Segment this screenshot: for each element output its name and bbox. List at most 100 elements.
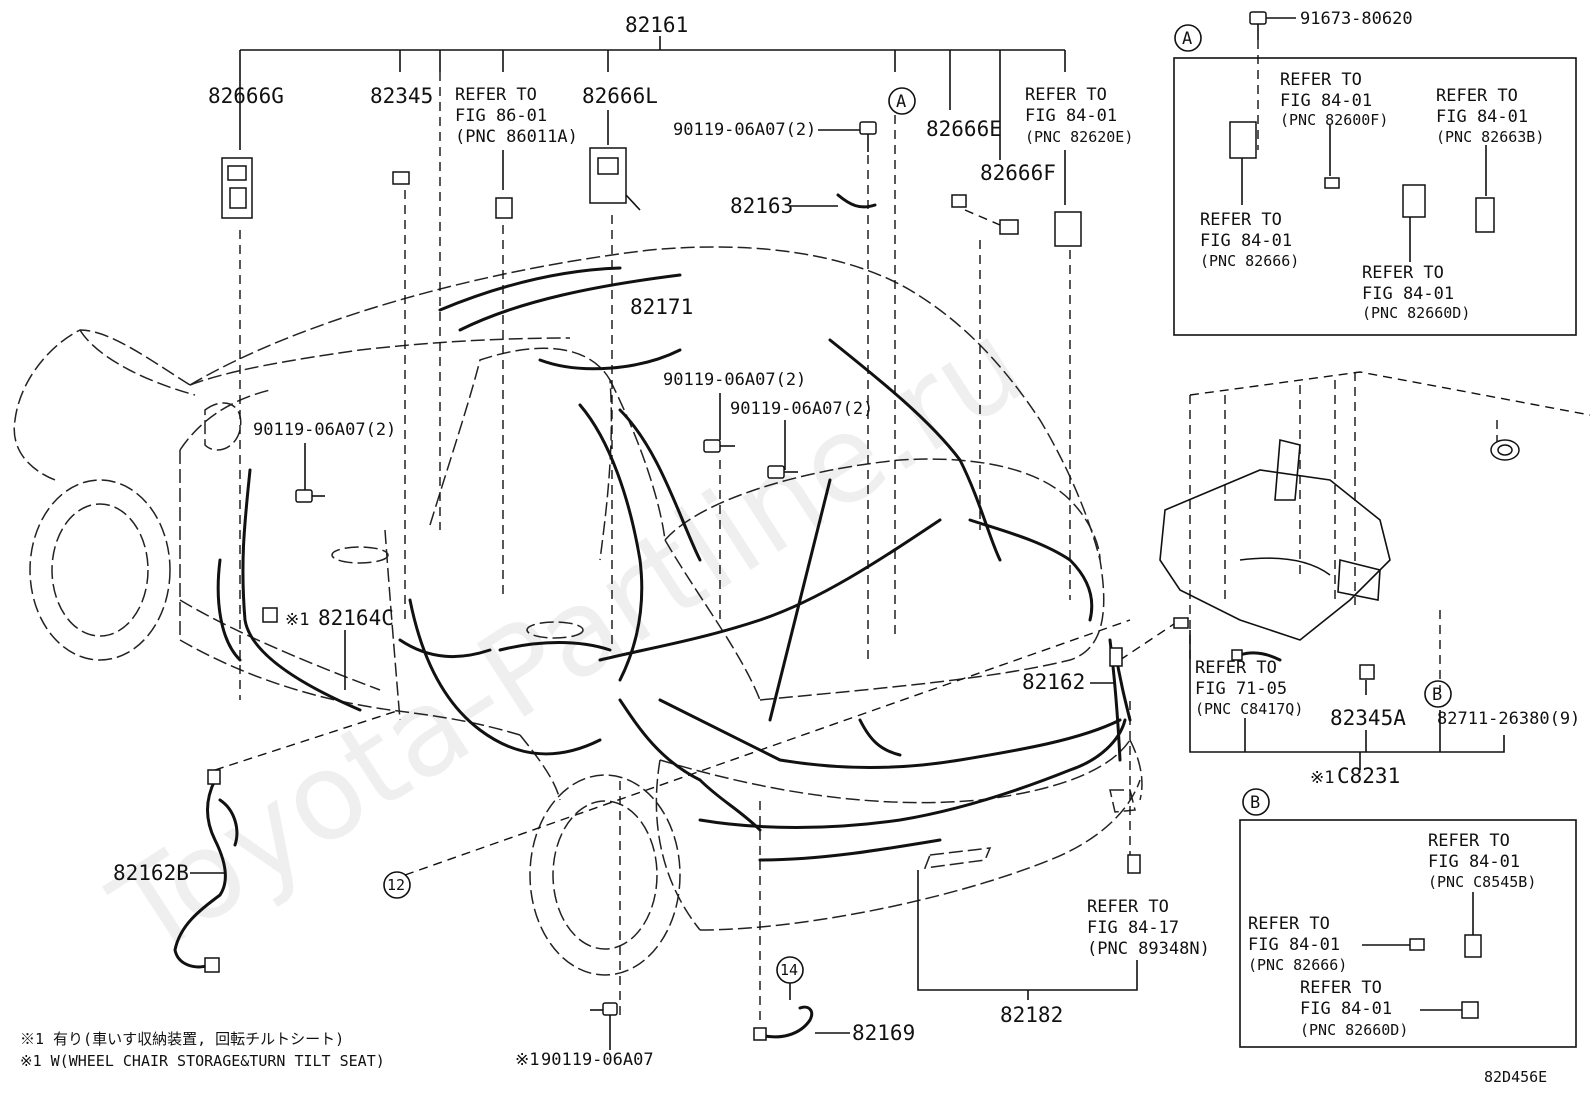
refer-86-01: REFER TO FIG 86-01 (PNC 86011A) <box>455 85 578 147</box>
connector-82620E-icon <box>1054 211 1082 247</box>
refer-fig: FIG 86-01 <box>455 106 547 126</box>
callout-a-box <box>1174 24 1202 52</box>
callout-b-box <box>1242 788 1270 816</box>
refer-pnc: (PNC 82620E) <box>1025 128 1133 146</box>
refer-b-82666: REFER TO FIG 84-01 (PNC 82666) <box>1248 914 1347 974</box>
refer-a-82600F: REFER TO FIG 84-01 (PNC 82600F) <box>1280 70 1388 129</box>
harness-82163-icon <box>790 193 877 209</box>
vehicle-outline <box>13 246 1143 976</box>
bracket-assembly-C8231: REFER TO FIG 71-05 (PNC C8417Q) 82345A B… <box>1159 371 1591 788</box>
label-82162: 82162 <box>1022 670 1085 694</box>
connector-89348N-icon <box>1127 854 1141 874</box>
bolt-icon <box>859 121 877 152</box>
connector-82164C-icon <box>262 607 278 623</box>
harness-82169-icon <box>753 1005 814 1041</box>
leader-lines <box>214 72 1181 1020</box>
label-82711: 82711-26380(9) <box>1437 709 1580 729</box>
refer-pnc: (PNC 82600F) <box>1280 111 1388 129</box>
label-82666L: 82666L <box>582 84 658 108</box>
refer-fig: FIG 84-01 <box>1362 284 1454 304</box>
label-82162B: 82162B <box>113 861 189 885</box>
relay-82666-icon <box>1229 121 1257 205</box>
refer-a-82666: REFER TO FIG 84-01 (PNC 82666) <box>1200 210 1299 270</box>
label-82666E: 82666E <box>926 117 1002 141</box>
note-jp: ※1 有り(車いす収納装置, 回転チルトシート) <box>20 1030 344 1048</box>
refer-b-82660D: REFER TO FIG 84-01 (PNC 82660D) <box>1300 978 1408 1039</box>
refer-pnc: (PNC 86011A) <box>455 127 578 147</box>
connector-86011A-icon <box>495 197 513 219</box>
refer-71-05: REFER TO FIG 71-05 (PNC C8417Q) <box>1195 658 1303 718</box>
refer-pnc: (PNC 82663B) <box>1436 128 1544 146</box>
refer-pnc: (PNC C8545B) <box>1428 873 1536 891</box>
connector-82666L-icon <box>589 147 641 211</box>
refer-fig: FIG 71-05 <box>1195 679 1287 699</box>
connector-C8545B-icon <box>1464 892 1482 958</box>
bolt-icon <box>590 1002 618 1016</box>
inset-b: B REFER TO FIG 84-01 (PNC C8545B) REFER … <box>1239 788 1577 1048</box>
label-bolt-4: 90119-06A07(2) <box>253 420 396 440</box>
refer-fig: FIG 84-17 <box>1087 918 1179 938</box>
label-C8231: C8231 <box>1337 764 1400 788</box>
mark-82164C: ※1 <box>285 610 309 630</box>
refer-a-82660D: REFER TO FIG 84-01 (PNC 82660D) <box>1362 263 1470 322</box>
mark-C8231: ※1 <box>1310 768 1334 788</box>
refer-pnc: (PNC 82666) <box>1200 252 1299 270</box>
refer-84-01-82620E: REFER TO FIG 84-01 (PNC 82620E) <box>1025 85 1133 146</box>
refer-fig: FIG 84-01 <box>1428 852 1520 872</box>
refer-fig: FIG 84-01 <box>1280 91 1372 111</box>
connector-82663B-icon <box>1475 145 1495 233</box>
refer-line: REFER TO <box>1195 658 1277 678</box>
label-82345A: 82345A <box>1330 706 1406 730</box>
callout-a-box-text: A <box>1182 29 1192 49</box>
mark-bolt-bottom: ※1 <box>515 1050 539 1070</box>
label-82345: 82345 <box>370 84 433 108</box>
grommet-icon <box>1490 439 1520 461</box>
refer-line: REFER TO <box>1436 86 1518 106</box>
diagram-code: 82D456E <box>1484 1068 1547 1086</box>
refer-b-C8545B: REFER TO FIG 84-01 (PNC C8545B) <box>1428 831 1536 891</box>
label-82161: 82161 <box>625 13 688 37</box>
label-82164C: 82164C <box>318 606 394 630</box>
bracket-82161 <box>239 36 1066 160</box>
label-82169: 82169 <box>852 1021 915 1045</box>
refer-fig: FIG 84-01 <box>1025 106 1117 126</box>
watermark: Toyota-Partline.ru <box>89 295 1048 985</box>
bolt-icon <box>703 439 735 453</box>
refer-pnc: (PNC 89348N) <box>1087 939 1210 959</box>
refer-line: REFER TO <box>1087 897 1169 917</box>
callout-14-text: 14 <box>780 961 798 979</box>
clip-82600F-icon <box>1324 125 1340 189</box>
connector-82666-icon <box>1362 938 1425 951</box>
label-bolt-3: 90119-06A07(2) <box>730 399 873 419</box>
refer-84-17: REFER TO FIG 84-17 (PNC 89348N) <box>1087 897 1210 959</box>
connector-82666G-icon <box>221 157 253 219</box>
inset-a: A 91673-80620 REFER TO FIG 84-01 (PNC 82… <box>1173 9 1577 336</box>
refer-fig: FIG 84-01 <box>1300 999 1392 1019</box>
refer-fig: FIG 84-01 <box>1200 231 1292 251</box>
refer-fig: FIG 84-01 <box>1248 935 1340 955</box>
callout-a-main-text: A <box>896 92 906 112</box>
callout-b-main <box>1424 680 1452 708</box>
callout-12 <box>383 871 411 899</box>
clip-82345-icon <box>392 171 410 185</box>
refer-line: REFER TO <box>1200 210 1282 230</box>
label-82171: 82171 <box>630 295 693 319</box>
refer-line: REFER TO <box>455 85 537 105</box>
refer-line: REFER TO <box>1025 85 1107 105</box>
callout-b-box-text: B <box>1250 793 1260 813</box>
refer-line: REFER TO <box>1248 914 1330 934</box>
refer-pnc: (PNC 82666) <box>1248 956 1347 974</box>
refer-fig: FIG 84-01 <box>1436 107 1528 127</box>
label-82163: 82163 <box>730 194 793 218</box>
callout-12-text: 12 <box>387 876 405 894</box>
clip-82345A-icon <box>1359 664 1375 680</box>
refer-pnc: (PNC C8417Q) <box>1195 700 1303 718</box>
label-bolt-bottom: 90119-06A07 <box>541 1050 654 1070</box>
harness-82162-icon <box>1109 647 1132 722</box>
refer-line: REFER TO <box>1362 263 1444 283</box>
bolt-icon <box>767 465 798 479</box>
connector-82666F-icon <box>999 219 1019 235</box>
refer-a-82663B: REFER TO FIG 84-01 (PNC 82663B) <box>1436 86 1544 146</box>
label-bolt-2: 90119-06A07(2) <box>663 370 806 390</box>
